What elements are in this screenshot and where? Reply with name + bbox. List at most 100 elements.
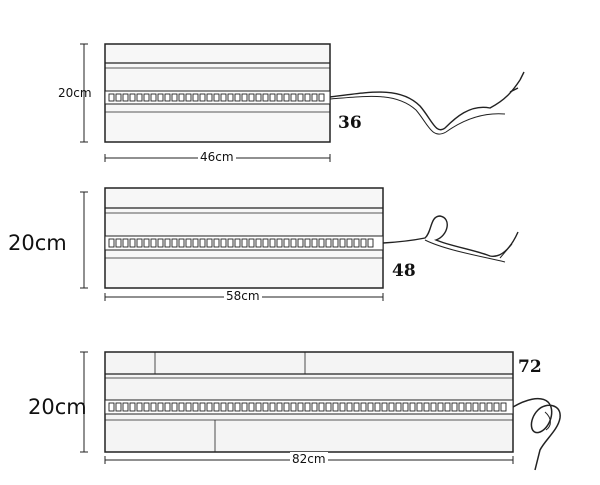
width-label-2: 58cm [224, 289, 262, 303]
led-cell [346, 402, 353, 412]
led-cell [220, 402, 227, 412]
led-cell [283, 238, 290, 248]
led-cell [241, 238, 248, 248]
power-cable-2 [382, 215, 519, 257]
led-cell [192, 93, 199, 102]
led-cell [360, 402, 367, 412]
led-cell [227, 238, 234, 248]
led-cell [241, 93, 248, 102]
led-cell [304, 238, 311, 248]
led-cell [185, 238, 192, 248]
led-cell [290, 93, 297, 102]
led-cell [122, 93, 129, 102]
led-cell [409, 402, 416, 412]
power-cable-1 [329, 79, 521, 131]
led-cell [129, 93, 136, 102]
led-cell [304, 402, 311, 412]
led-cell [220, 93, 227, 102]
led-cells-2 [108, 238, 374, 248]
led-cell [353, 238, 360, 248]
led-cell [493, 402, 500, 412]
led-cell [283, 93, 290, 102]
led-cell [178, 238, 185, 248]
led-cell [395, 402, 402, 412]
led-cell [122, 402, 129, 412]
led-cell [500, 402, 507, 412]
led-cell [122, 238, 129, 248]
led-cell [199, 402, 206, 412]
led-cell [318, 402, 325, 412]
led-cell [353, 402, 360, 412]
led-cell [108, 238, 115, 248]
led-cell [206, 238, 213, 248]
led-cell [332, 402, 339, 412]
led-cell [486, 402, 493, 412]
width-label-1: 46cm [198, 150, 236, 164]
led-cell [465, 402, 472, 412]
led-cell [234, 402, 241, 412]
led-cell [318, 93, 325, 102]
led-cell [192, 402, 199, 412]
led-cell [283, 402, 290, 412]
led-cell [178, 93, 185, 102]
led-cell [115, 93, 122, 102]
led-cell [171, 238, 178, 248]
led-cell [157, 93, 164, 102]
led-cell [290, 238, 297, 248]
led-cell [129, 402, 136, 412]
led-cell [108, 402, 115, 412]
led-cell [255, 238, 262, 248]
led-cell [136, 93, 143, 102]
led-cell [143, 402, 150, 412]
led-cell [143, 93, 150, 102]
led-cell [143, 238, 150, 248]
led-cell [150, 238, 157, 248]
led-cell [416, 402, 423, 412]
led-cell [458, 402, 465, 412]
led-cell [339, 238, 346, 248]
led-cell [276, 402, 283, 412]
led-count-1: 36 [338, 113, 362, 133]
led-cell [129, 238, 136, 248]
led-cell [325, 238, 332, 248]
led-cell [150, 93, 157, 102]
led-cell [157, 402, 164, 412]
led-cell [213, 93, 220, 102]
led-cell [437, 402, 444, 412]
led-cell [332, 238, 339, 248]
height-label-2: 20cm [8, 231, 67, 255]
led-cell [157, 238, 164, 248]
led-cell [213, 238, 220, 248]
led-cell [185, 402, 192, 412]
led-cell [108, 93, 115, 102]
led-cell [248, 402, 255, 412]
led-cell [199, 93, 206, 102]
led-cell [276, 93, 283, 102]
led-cell [367, 402, 374, 412]
power-cable-3 [512, 397, 561, 471]
led-cell [304, 93, 311, 102]
panel-3 [80, 351, 561, 471]
led-cell [150, 402, 157, 412]
led-cell [206, 402, 213, 412]
led-cell [255, 402, 262, 412]
led-cell [227, 93, 234, 102]
led-cell [115, 402, 122, 412]
led-count-2: 48 [392, 261, 416, 281]
led-cell [479, 402, 486, 412]
height-label-3: 20cm [28, 395, 87, 419]
led-cell [164, 402, 171, 412]
led-cell [381, 402, 388, 412]
led-cell [276, 238, 283, 248]
led-cell [388, 402, 395, 412]
led-cell [171, 93, 178, 102]
led-cell [164, 238, 171, 248]
led-cell [241, 402, 248, 412]
led-cell [311, 238, 318, 248]
led-cell [290, 402, 297, 412]
led-cell [269, 93, 276, 102]
led-cell [318, 238, 325, 248]
led-cell [374, 402, 381, 412]
led-cell [311, 93, 318, 102]
